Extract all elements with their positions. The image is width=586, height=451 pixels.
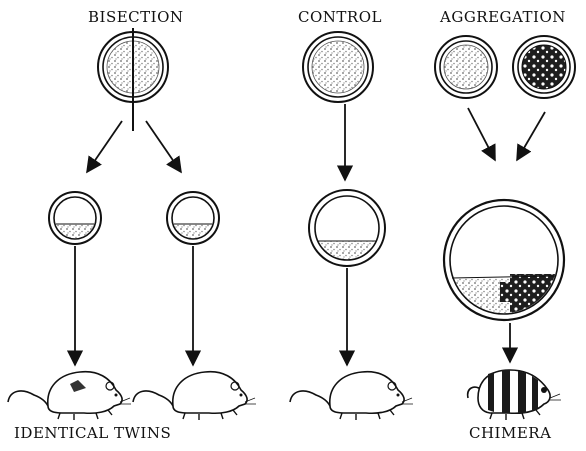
arrow-bisection-left [87, 121, 122, 172]
control-morula [303, 32, 373, 102]
control-blastocyst [309, 190, 385, 266]
label-control: CONTROL [298, 10, 382, 25]
half-blastocyst-left [49, 192, 101, 244]
label-aggregation: AGGREGATION [440, 10, 566, 25]
half-blastocyst-right [167, 192, 219, 244]
arrow-aggregation-right [517, 112, 545, 160]
label-identical-twins: IDENTICAL TWINS [14, 426, 171, 441]
label-chimera: CHIMERA [469, 426, 551, 441]
mouse-control [290, 372, 413, 420]
aggregation-morula-light [435, 36, 497, 98]
arrow-bisection-right [146, 121, 181, 172]
aggregation-morula-dark [513, 36, 575, 98]
label-bisection: BISECTION [88, 10, 184, 25]
chimeric-blastocyst [444, 200, 564, 320]
arrow-aggregation-left [468, 108, 495, 160]
mouse-twin-left [8, 372, 131, 420]
mouse-chimera [468, 370, 561, 420]
mouse-twin-right [133, 372, 256, 420]
